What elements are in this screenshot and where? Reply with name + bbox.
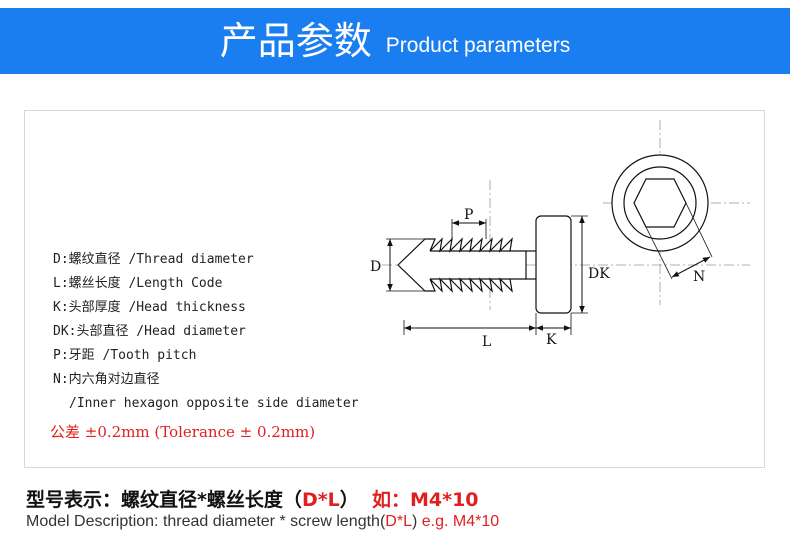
socket-circle — [623, 166, 697, 240]
model-en-example: e.g. M4*10 — [421, 513, 500, 530]
param-inner-hexagon: N:内六角对边直径 — [53, 372, 160, 387]
label-k: K — [546, 332, 557, 348]
screw-head — [535, 215, 572, 314]
label-l: L — [482, 334, 491, 350]
parameter-panel — [24, 110, 765, 468]
tolerance-note: 公差 ±0.2mm (Tolerance ± 0.2mm) — [50, 423, 316, 441]
screw-diagram: P D DK L K N — [370, 120, 750, 350]
model-description-cn: 型号表示：螺纹直径*螺丝长度（D*L） 如：M4*10 — [26, 485, 479, 512]
model-en-formula: D*L — [385, 513, 412, 530]
model-en-mid: ) — [411, 513, 418, 530]
screw-shank — [397, 237, 527, 293]
model-cn-mid: ） — [339, 489, 359, 511]
dim-line-n — [671, 256, 711, 278]
param-head-thickness: K:头部厚度 /Head thickness — [53, 300, 246, 315]
hex-socket — [633, 178, 687, 228]
label-n: N — [693, 269, 705, 285]
label-p: P — [464, 207, 473, 223]
header-title-en: Product parameters — [385, 34, 571, 57]
parameter-list: D:螺纹直径 /Thread diameter L:螺丝长度 /Length C… — [53, 250, 359, 418]
header-banner: 产品参数 Product parameters — [0, 8, 790, 74]
param-thread-diameter: D:螺纹直径 /Thread diameter — [53, 252, 254, 267]
model-cn-prefix: 型号表示：螺纹直径*螺丝长度（ — [26, 489, 302, 511]
header-title-cn: 产品参数 — [219, 19, 372, 63]
param-head-diameter: DK:头部直径 /Head diameter — [53, 324, 246, 339]
model-en-prefix: Model Description: thread diameter * scr… — [26, 513, 386, 530]
model-cn-example: 如：M4*10 — [372, 489, 479, 511]
label-d: D — [370, 259, 381, 275]
param-length-code: L:螺丝长度 /Length Code — [53, 276, 223, 291]
param-tooth-pitch: P:牙距 /Tooth pitch — [53, 348, 197, 363]
model-description-en: Model Description: thread diameter * scr… — [26, 513, 499, 531]
model-cn-formula: D*L — [301, 489, 340, 511]
param-inner-hexagon-en: /Inner hexagon opposite side diameter — [69, 396, 359, 411]
label-dk: DK — [588, 266, 610, 282]
